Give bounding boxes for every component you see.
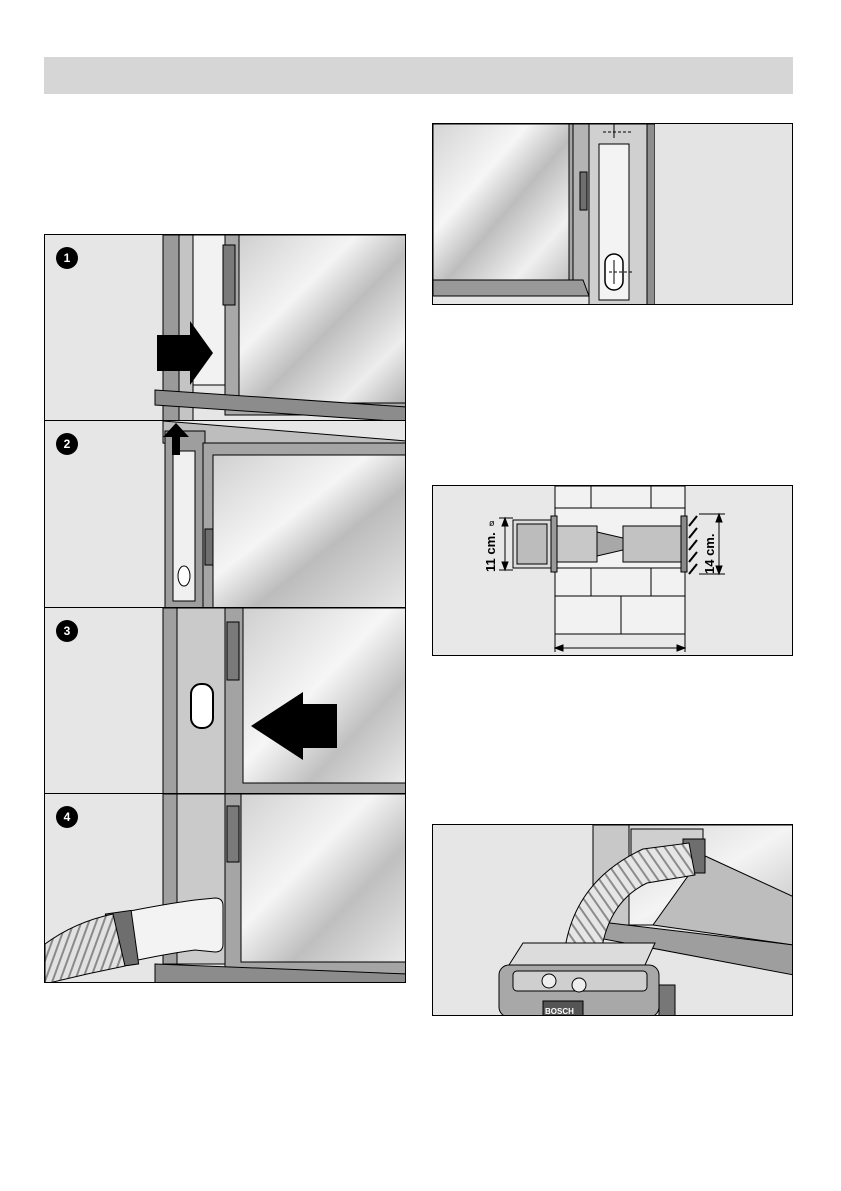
window-adapter-fitted-panel xyxy=(432,123,793,305)
window-close-illustration xyxy=(45,608,406,794)
step-3-panel: 3 xyxy=(44,607,406,794)
step-number-badge: 2 xyxy=(56,433,78,455)
hose-connect-illustration xyxy=(45,794,406,983)
window-handle-icon xyxy=(227,622,239,680)
unit-connected-illustration: BOSCH xyxy=(433,825,793,1016)
inner-diameter-label: 11 cm. xyxy=(483,532,498,572)
step-1-panel: 1 xyxy=(44,234,406,421)
window-handle-icon xyxy=(205,529,213,565)
wall-duct-diagram-panel: 11 cm. ø 14 cm. xyxy=(432,485,793,656)
diameter-symbol: ø xyxy=(489,518,495,528)
brand-logo-text: BOSCH xyxy=(545,1007,574,1016)
control-knob-icon xyxy=(572,978,586,992)
step-number-badge: 4 xyxy=(56,806,78,828)
window-handle-icon xyxy=(227,806,239,862)
control-knob-icon xyxy=(542,974,556,988)
wall-duct-diagram: 11 cm. ø 14 cm. xyxy=(433,486,793,656)
unit-connected-panel: BOSCH xyxy=(432,824,793,1016)
step-2-panel: 2 xyxy=(44,420,406,608)
window-slide-illustration xyxy=(45,235,406,421)
step-number-badge: 3 xyxy=(56,620,78,642)
step-4-panel: 4 xyxy=(44,793,406,983)
window-handle-icon xyxy=(223,245,235,305)
window-adapter-insert-illustration xyxy=(45,421,406,608)
outer-dimension-label: 14 cm. xyxy=(702,534,717,574)
step-number-badge: 1 xyxy=(56,247,78,269)
exhaust-hose xyxy=(45,914,125,983)
section-header-bar xyxy=(44,57,793,94)
window-handle-icon xyxy=(580,172,587,210)
window-adapter-fitted-illustration xyxy=(433,124,793,305)
